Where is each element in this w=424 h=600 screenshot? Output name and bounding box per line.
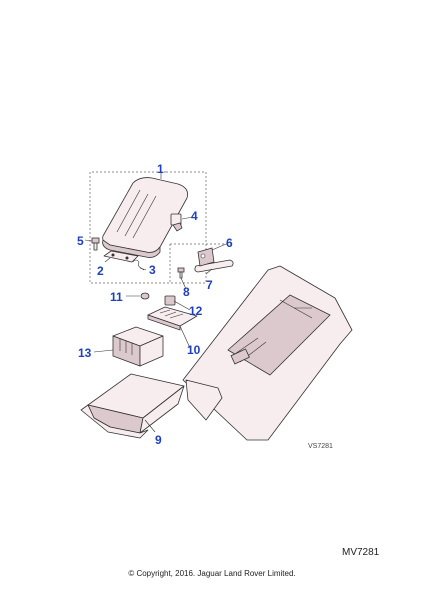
callout-5[interactable]: 5 <box>77 234 84 248</box>
hinge-plate <box>103 250 139 263</box>
centre-console <box>182 265 353 441</box>
callout-3[interactable]: 3 <box>149 263 156 277</box>
callout-6[interactable]: 6 <box>226 236 233 250</box>
callout-1[interactable]: 1 <box>157 162 164 176</box>
tray-plate <box>147 306 198 331</box>
leader-lines <box>84 172 227 433</box>
callout-2[interactable]: 2 <box>97 264 104 278</box>
coin-holder <box>112 326 164 367</box>
catch-part <box>164 295 176 306</box>
callout-13[interactable]: 13 <box>78 346 92 360</box>
screw-part-8 <box>177 267 185 279</box>
callout-11[interactable]: 11 <box>110 290 123 304</box>
callout-10[interactable]: 10 <box>187 343 201 357</box>
latch-part <box>170 213 183 232</box>
copyright-notice: © Copyright, 2016. Jaguar Land Rover Lim… <box>128 569 296 578</box>
callout-7[interactable]: 7 <box>206 278 213 292</box>
figure-code: MV7281 <box>342 547 380 558</box>
callout-4[interactable]: 4 <box>191 209 198 223</box>
bracket-part <box>194 247 234 273</box>
armrest-lid <box>102 177 188 258</box>
reference-code: VS7281 <box>308 443 333 450</box>
storage-bin <box>80 373 185 439</box>
callout-9[interactable]: 9 <box>155 433 162 447</box>
callout-8[interactable]: 8 <box>183 285 190 299</box>
callout-12[interactable]: 12 <box>189 304 203 318</box>
group-box-1 <box>89 171 207 284</box>
screw-part-5 <box>91 237 100 251</box>
clip-part <box>140 292 150 300</box>
spring-part <box>132 259 145 271</box>
